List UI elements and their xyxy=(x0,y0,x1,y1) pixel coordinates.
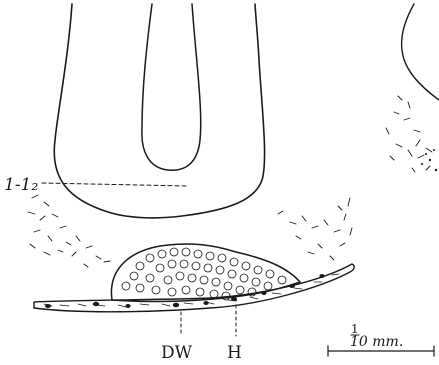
scale-bar-denominator: 10 mm. xyxy=(350,334,403,350)
epithelial-band xyxy=(34,264,354,312)
inner-lobe-outline xyxy=(142,4,201,170)
mesenchyme-marks xyxy=(28,195,352,267)
left-marker-label: 1-1₂ xyxy=(4,175,38,195)
scale-bar: 1 10 mm. xyxy=(328,322,434,356)
outer-lobe-outline xyxy=(54,4,264,218)
right-lobe-outline xyxy=(402,4,439,100)
epithelial-cells xyxy=(44,274,339,307)
right-tissue-marks xyxy=(386,96,432,172)
right-tissue-dots xyxy=(421,149,437,171)
dw-label: DW xyxy=(161,343,193,363)
h-label: H xyxy=(227,343,242,363)
